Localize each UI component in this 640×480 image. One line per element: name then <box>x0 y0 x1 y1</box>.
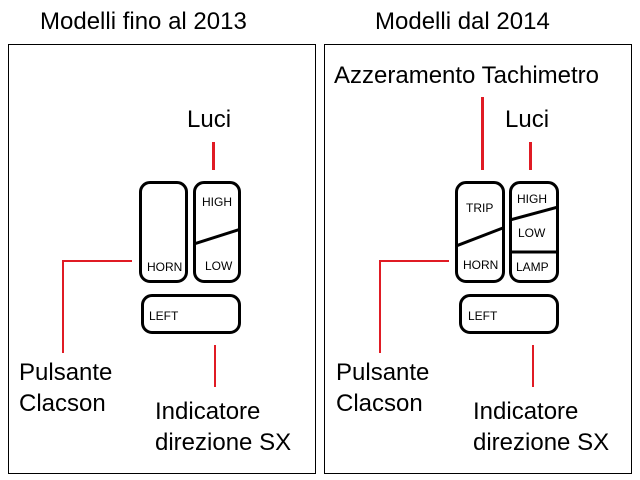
right-indicator-leader-line <box>532 345 534 387</box>
right-horn-description-line2: Clacson <box>336 390 423 417</box>
right-trip-reset-label: Azzeramento Tachimetro <box>334 62 600 89</box>
right-turn-signal-label: LEFT <box>468 309 498 323</box>
right-lamp-label: LAMP <box>516 260 549 274</box>
left-lights-switch-divider <box>196 228 238 245</box>
left-lights-switch: HIGH LOW <box>193 181 241 283</box>
right-lights-leader-line <box>529 142 532 170</box>
left-indicator-description-line2: direzione SX <box>155 429 292 456</box>
right-lights-label: Luci <box>505 106 550 133</box>
right-high-label: HIGH <box>517 192 547 206</box>
left-horn-leader-line-h <box>62 260 132 262</box>
right-panel: Azzeramento Tachimetro Luci TRIP HORN HI… <box>324 44 632 474</box>
right-indicator-description-line2: direzione SX <box>473 429 610 456</box>
right-trip-horn-button: TRIP HORN <box>455 181 505 283</box>
right-panel-title: Modelli dal 2014 <box>375 8 550 35</box>
right-indicator-description-line1: Indicatore <box>473 398 579 425</box>
left-turn-signal-button: LEFT <box>141 294 241 334</box>
right-low-label: LOW <box>518 226 546 240</box>
right-horn-leader-line-v <box>379 260 381 353</box>
right-turn-signal-button: LEFT <box>459 294 559 334</box>
right-horn-leader-line-h <box>379 260 449 262</box>
left-indicator-leader-line <box>214 345 216 387</box>
left-horn-description-line1: Pulsante <box>19 359 113 386</box>
left-lights-leader-line <box>212 142 215 170</box>
left-lights-label: Luci <box>187 106 232 133</box>
left-horn-button-label: HORN <box>147 260 183 274</box>
right-horn-description-line1: Pulsante <box>336 359 430 386</box>
left-indicator-description-line1: Indicatore <box>155 398 261 425</box>
right-trip-reset-leader-line <box>481 97 484 170</box>
left-turn-signal-label: LEFT <box>149 309 179 323</box>
left-high-label: HIGH <box>202 195 232 209</box>
left-horn-description-line2: Clacson <box>19 390 106 417</box>
left-horn-button: HORN <box>139 181 188 283</box>
right-lights-switch: HIGH LOW LAMP <box>509 181 559 283</box>
left-panel-title: Modelli fino al 2013 <box>40 8 247 35</box>
right-trip-label: TRIP <box>466 201 494 215</box>
right-trip-horn-divider <box>458 226 502 247</box>
left-panel: Luci HORN HIGH LOW LEFT Pulsante Clacson… <box>8 44 316 474</box>
right-horn-label: HORN <box>463 258 499 272</box>
left-low-label: LOW <box>205 259 233 273</box>
right-lights-switch-dividers <box>512 206 556 254</box>
left-horn-leader-line-v <box>62 260 64 353</box>
